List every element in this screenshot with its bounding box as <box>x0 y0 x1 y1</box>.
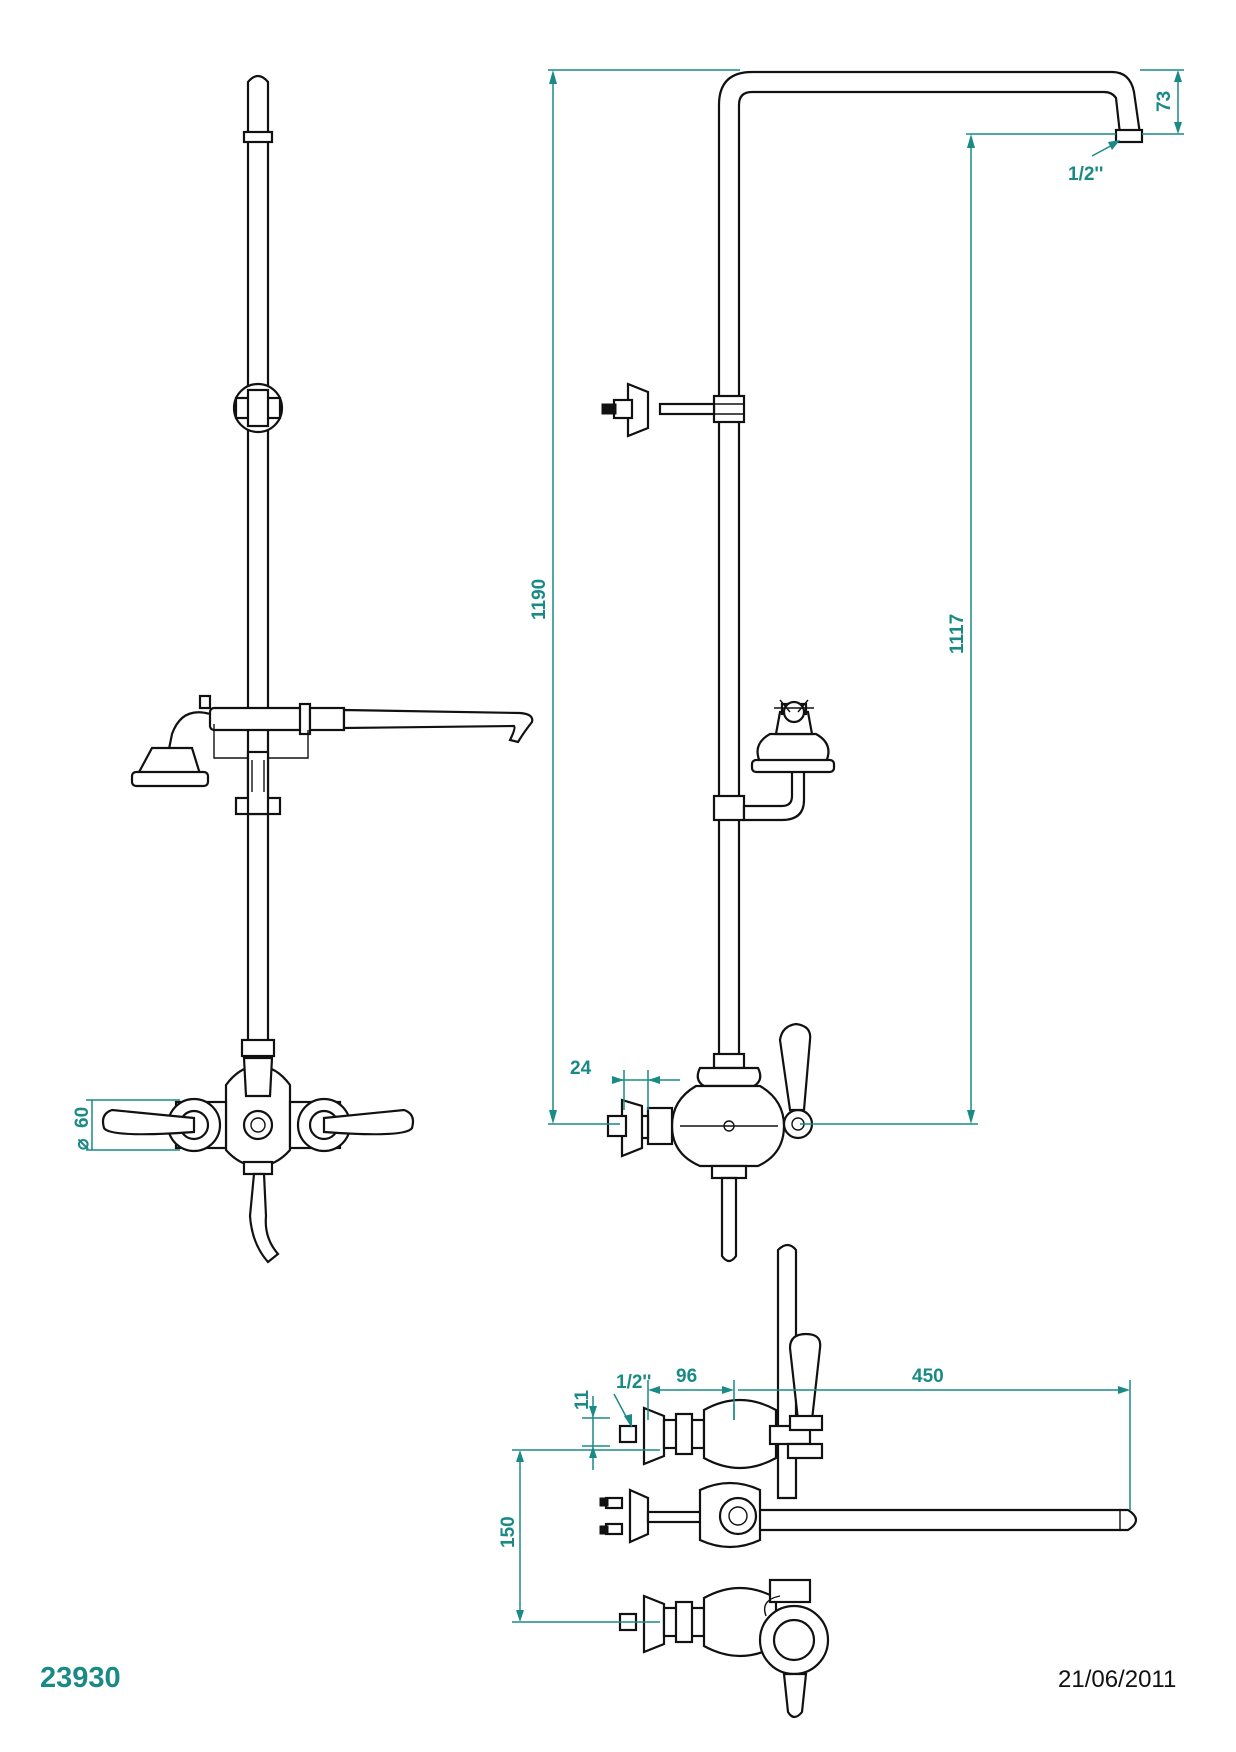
drawing-date: 21/06/2011 <box>1058 1666 1177 1693</box>
side-upper-wall-bracket <box>601 382 746 438</box>
svg-text:60: 60 <box>72 1107 93 1128</box>
svg-text:24: 24 <box>570 1058 592 1079</box>
front-hand-shower <box>130 694 534 788</box>
plan-lower-valve <box>618 1578 830 1719</box>
product-code: 23930 <box>40 1662 121 1694</box>
dimension-height-1117: 1117 <box>800 133 1116 1125</box>
dimension-reach-450: 450 <box>733 1366 1131 1510</box>
svg-text:450: 450 <box>912 1366 944 1387</box>
dimension-centers-150: 150 <box>498 1449 660 1623</box>
svg-text:96: 96 <box>676 1366 697 1387</box>
svg-text:11: 11 <box>572 1389 593 1410</box>
svg-text:1/2'': 1/2'' <box>1068 164 1103 185</box>
front-top-ring <box>242 130 274 144</box>
side-hand-shower <box>712 699 836 822</box>
front-right-valve <box>288 1097 415 1153</box>
side-riser-pipe <box>717 70 1142 1060</box>
side-shower-outlet <box>1114 128 1144 144</box>
svg-text:1/2'': 1/2'' <box>616 1372 651 1393</box>
dimension-outlet-top: 1/2'' <box>1068 140 1120 185</box>
front-riser-pipe <box>246 74 270 1045</box>
plan-middle-diverter <box>599 1481 762 1549</box>
front-view: ⌀ 60 <box>72 74 534 1264</box>
dimension-depth-11: 11 <box>572 1389 610 1470</box>
side-mixer-valve <box>606 1022 814 1263</box>
svg-text:1190: 1190 <box>529 579 550 620</box>
front-wall-bracket <box>232 382 284 434</box>
dimension-height-1190: 1190 <box>529 69 740 1125</box>
side-view: 1190 1117 73 1/2'' <box>529 69 1184 1263</box>
front-lower-bracket <box>234 750 282 816</box>
front-mixer-valve <box>224 1038 292 1264</box>
front-left-valve <box>101 1097 228 1153</box>
dimension-inlet-bottom: 1/2'' <box>613 1372 651 1428</box>
svg-text:73: 73 <box>1154 91 1175 112</box>
svg-text:⌀: ⌀ <box>72 1138 93 1150</box>
svg-text:1117: 1117 <box>947 614 968 654</box>
dimension-diameter-60: ⌀ 60 <box>72 1099 180 1151</box>
dimension-offset-24: 24 <box>570 1058 680 1110</box>
svg-text:150: 150 <box>498 1516 519 1548</box>
dimension-drop-73: 73 <box>1140 69 1184 135</box>
plan-spout-bar <box>720 1508 1138 1532</box>
plan-view: 11 1/2'' 96 450 <box>498 1243 1138 1719</box>
